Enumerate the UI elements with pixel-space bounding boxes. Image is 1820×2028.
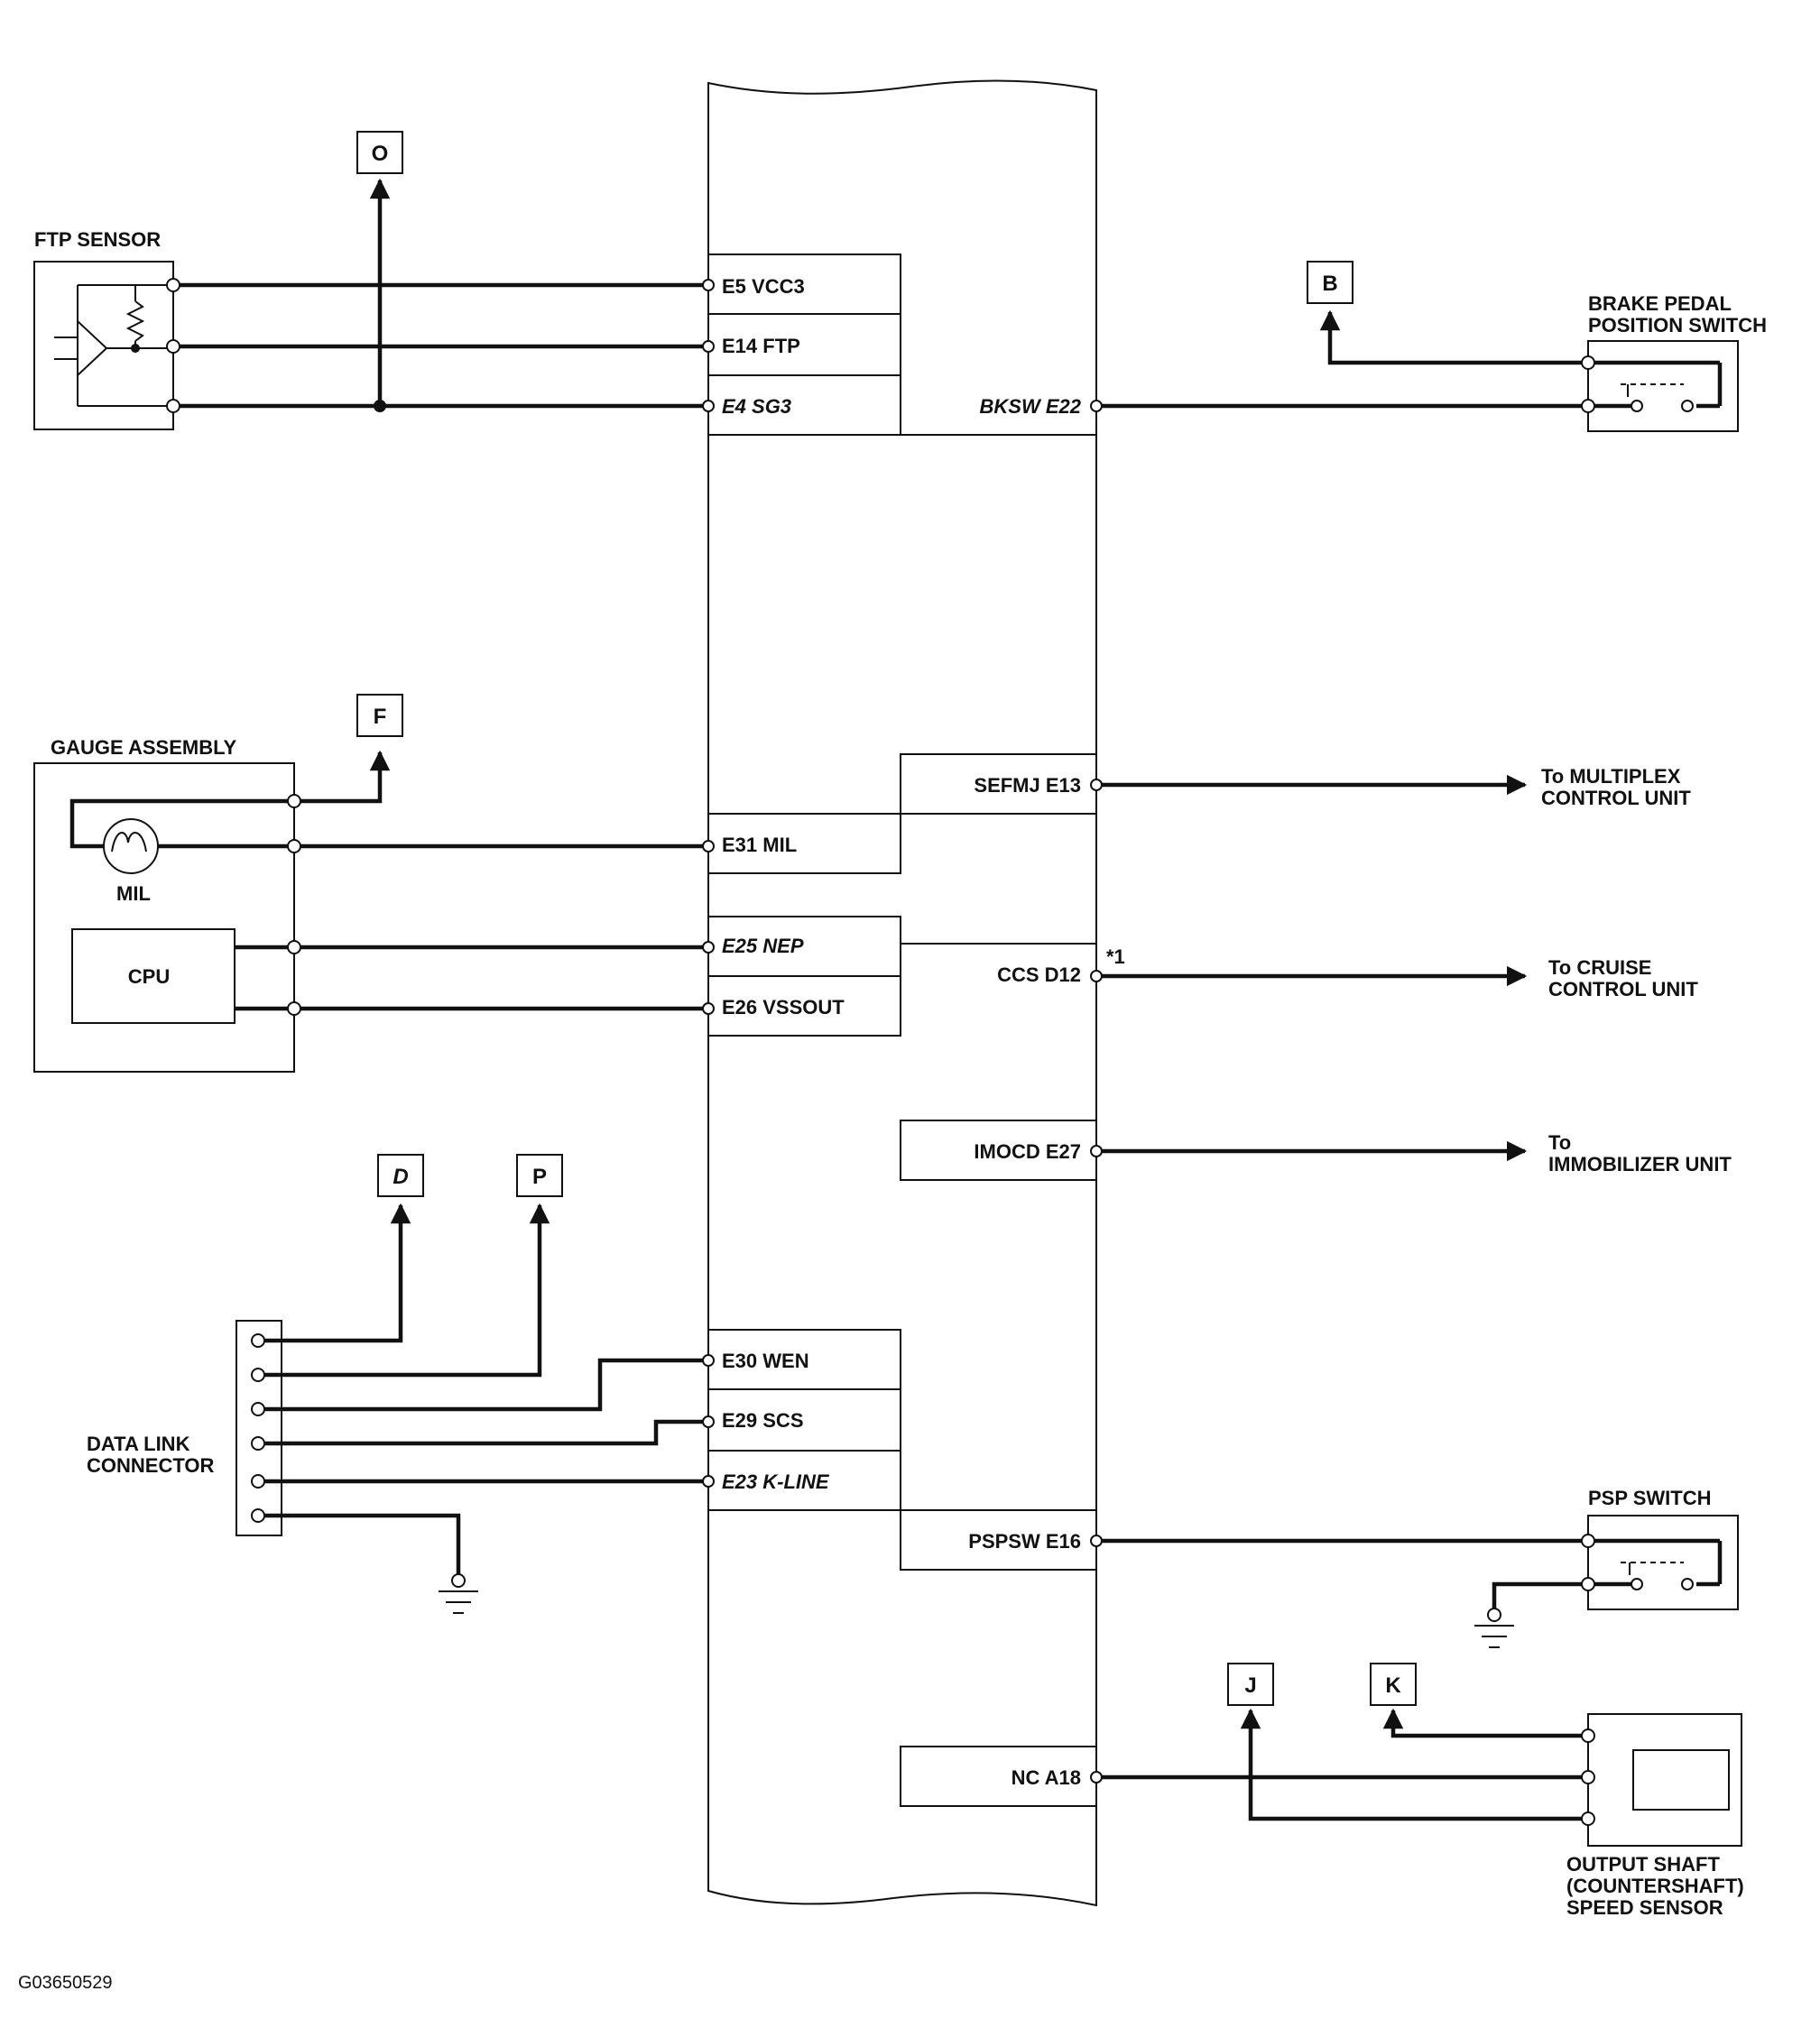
immobilizer-label-1: To [1548,1131,1571,1154]
wire-ref-b [1319,309,1720,365]
pin-e16-pspsw: PSPSW E16 [968,1530,1081,1553]
psp-switch-box [1587,1515,1739,1610]
pin-e29-scs: E29 SCS [722,1409,804,1432]
cruise-label-2: CONTROL UNIT [1548,978,1698,1000]
immobilizer-label-2: IMMOBILIZER UNIT [1548,1153,1732,1175]
pin-a18-nc: NC A18 [1012,1766,1081,1789]
mil-label: MIL [116,882,151,905]
pin-e22-bksw: BKSW E22 [980,395,1082,418]
ecm-body [707,79,1097,1907]
svg-text:F: F [374,705,387,729]
connector-ref-k [1370,1663,1417,1706]
oss-label-1: OUTPUT SHAFT [1566,1853,1720,1876]
svg-text:K: K [1385,1673,1401,1698]
note-marker: *1 [1106,945,1125,968]
pin-e5-vcc3: E5 VCC3 [722,275,805,298]
dlc-label-1: DATA LINK [87,1433,190,1455]
gauge-assembly-label: GAUGE ASSEMBLY [51,736,237,759]
ground-symbol-psp [1474,1608,1514,1648]
figure-code: G03650529 [18,1973,113,1993]
connector-ref-d [377,1154,424,1197]
brake-switch-box [1587,340,1739,432]
pin-e26-vssout: E26 VSSOUT [722,996,845,1019]
multiplex-label-2: CONTROL UNIT [1541,787,1691,809]
svg-text:P: P [532,1165,547,1189]
connector-ref-b [1307,261,1353,304]
connector-ref-o [356,131,403,174]
cpu-label: CPU [128,965,170,988]
wire-dlc-ground [258,1513,461,1581]
connector-ref-p [516,1154,563,1197]
cruise-label-1: To CRUISE [1548,956,1651,979]
wire-ref-k [1382,1708,1588,1738]
brake-switch-symbol [1621,363,1723,412]
multiplex-label-1: To MULTIPLEX [1541,765,1681,788]
dlc-label-2: CONNECTOR [87,1454,214,1477]
oss-box [1587,1713,1742,1847]
wire-ref-f [294,750,391,804]
pin-d12-ccs: CCS D12 [997,963,1081,986]
svg-text:O: O [372,142,389,166]
ground-symbol-dlc [439,1573,478,1614]
connector-ref-j [1227,1663,1274,1706]
mil-lamp-symbol [69,798,294,874]
brake-switch-label-1: BRAKE PEDAL [1588,292,1732,315]
oss-label-3: SPEED SENSOR [1566,1896,1723,1919]
pin-e31-mil: E31 MIL [722,834,797,856]
pin-e27-imocd: IMOCD E27 [974,1140,1081,1163]
connector-ref-f [356,694,403,737]
wire-ref-d [258,1203,411,1343]
pin-e25-nep: E25 NEP [722,935,804,957]
svg-text:B: B [1322,272,1337,296]
psp-switch-label: PSP SWITCH [1588,1487,1712,1509]
psp-switch-symbol [1588,1538,1723,1590]
wire-scs [258,1419,708,1446]
pin-e14-ftp: E14 FTP [722,335,800,357]
dlc-box [236,1320,282,1536]
pin-e13-sefmj: SEFMJ E13 [974,774,1081,797]
brake-switch-label-2: POSITION SWITCH [1588,314,1767,336]
gauge-assembly-box [33,762,295,1073]
ftp-sensor-label: FTP SENSOR [34,228,161,251]
wire-ref-j [1240,1708,1588,1821]
wire-wen [258,1358,708,1412]
wire-ref-p [258,1203,550,1378]
oss-sensor-element [1632,1749,1730,1811]
cpu-box [71,928,236,1024]
ecm-pin-boxes [707,254,1097,1807]
pin-e30-wen: E30 WEN [722,1350,809,1372]
svg-text:J: J [1244,1673,1256,1698]
ftp-sensor-symbol [54,284,173,407]
oss-label-2: (COUNTERSHAFT) [1566,1875,1744,1897]
pin-e4-sg3: E4 SG3 [722,395,791,418]
svg-text:D: D [393,1165,408,1189]
pin-e23-kline: E23 K-LINE [722,1470,830,1493]
